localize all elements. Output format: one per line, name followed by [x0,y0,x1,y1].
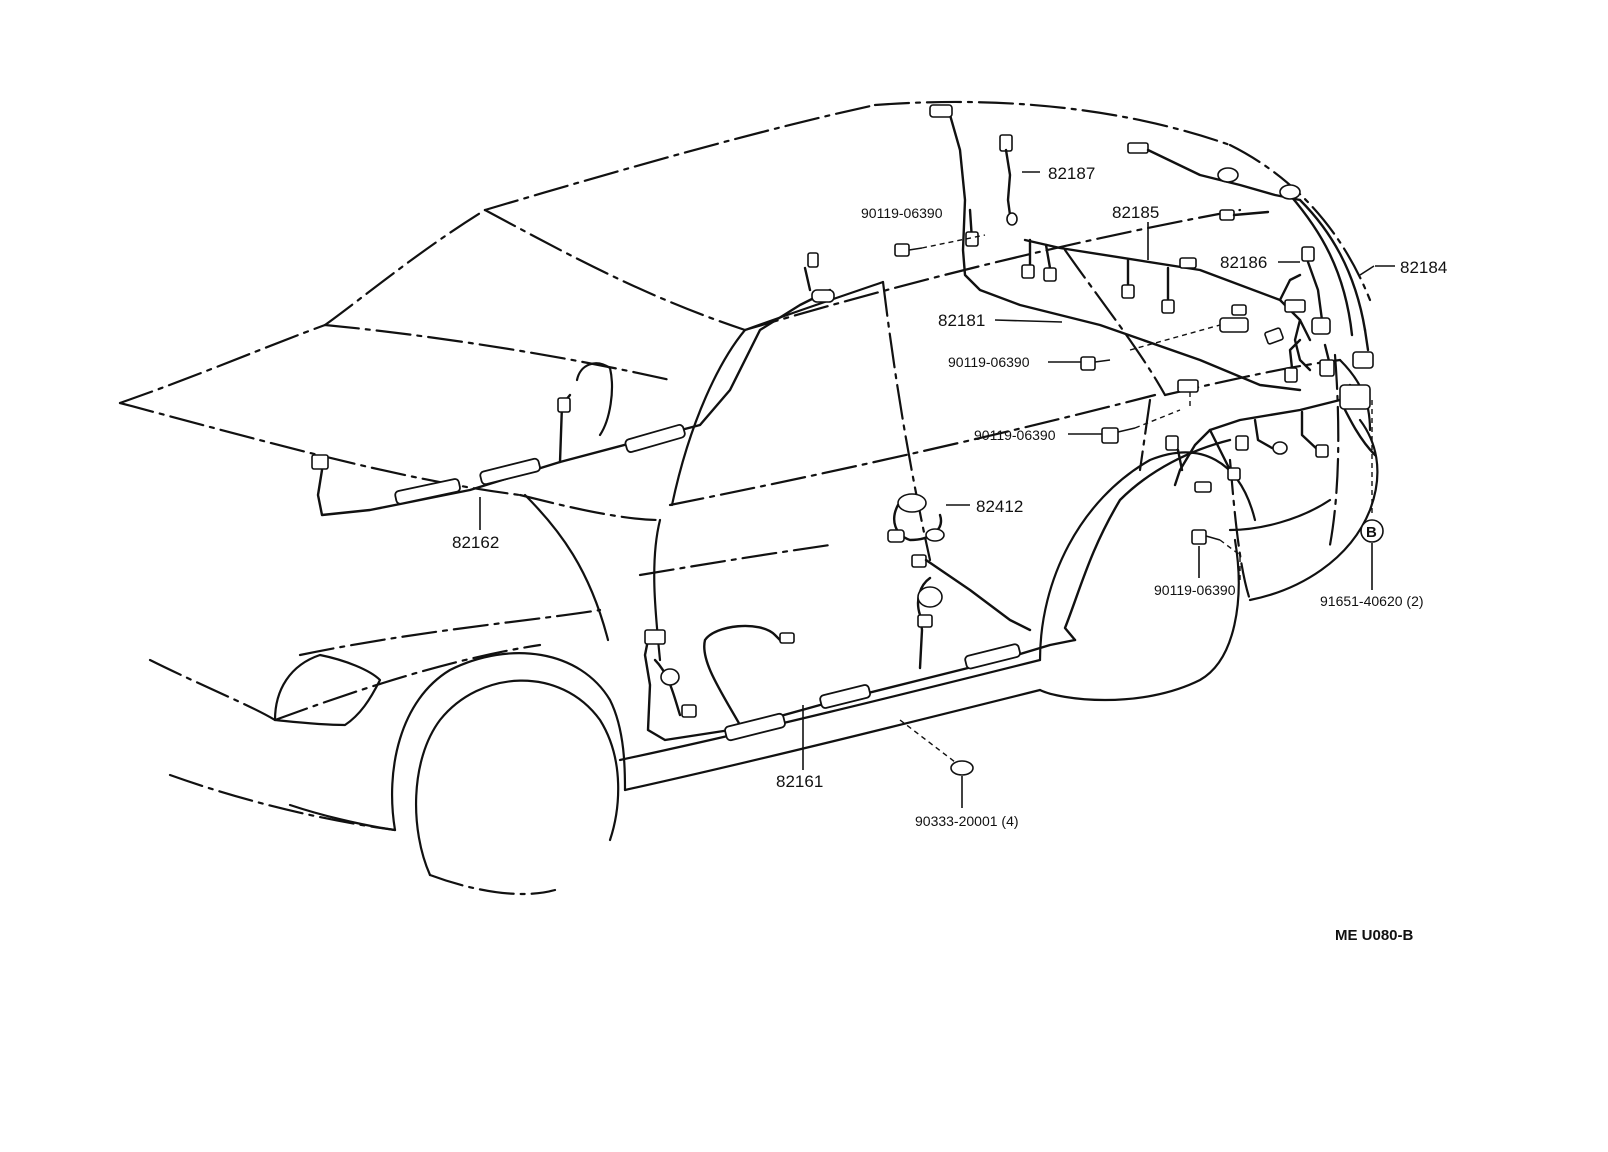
drawing-code: ME U080-B [1335,927,1414,944]
label-82187: 82187 [1048,164,1095,183]
label-90333: 90333-20001 (4) [915,813,1019,829]
label-90119-d: 90119-06390 [1154,582,1236,598]
harness-82187 [999,134,1018,226]
label-90119-a: 90119-06390 [861,205,943,221]
harness-82161 [643,435,1232,742]
bolt-90119-d [1191,529,1241,580]
part-labels: 82187 90119-06390 82185 82186 82184 8218… [452,164,1447,944]
harness-82412 [887,493,1032,670]
vehicle-body [273,280,1379,877]
harness-82186 [1301,246,1331,335]
harness-82184 [1127,142,1374,369]
label-82181: 82181 [938,311,985,330]
harness-82185 [1021,238,1335,383]
label-82161: 82161 [776,772,823,791]
bolt-90119-a [894,234,986,257]
clip-91651-marker: B [1360,400,1384,543]
marker-b-label: B [1366,524,1377,541]
label-82185: 82185 [1112,203,1159,222]
label-90119-c: 90119-06390 [974,427,1056,443]
label-91651: 91651-40620 (2) [1320,593,1424,609]
label-82184: 82184 [1400,258,1447,277]
label-82162: 82162 [452,533,499,552]
label-82412: 82412 [976,497,1023,516]
harness-82181 [929,104,1302,392]
harness-rear-quarter [1173,383,1377,493]
label-82186: 82186 [1220,253,1267,272]
grommet-90333 [899,719,974,776]
bolt-90119-b [1080,317,1249,371]
bolt-90119-c [1101,379,1199,444]
label-90119-b: 90119-06390 [948,354,1030,370]
vehicle-outline [118,100,1372,896]
leader-lines [479,171,1395,808]
harness-82162 [311,252,835,517]
